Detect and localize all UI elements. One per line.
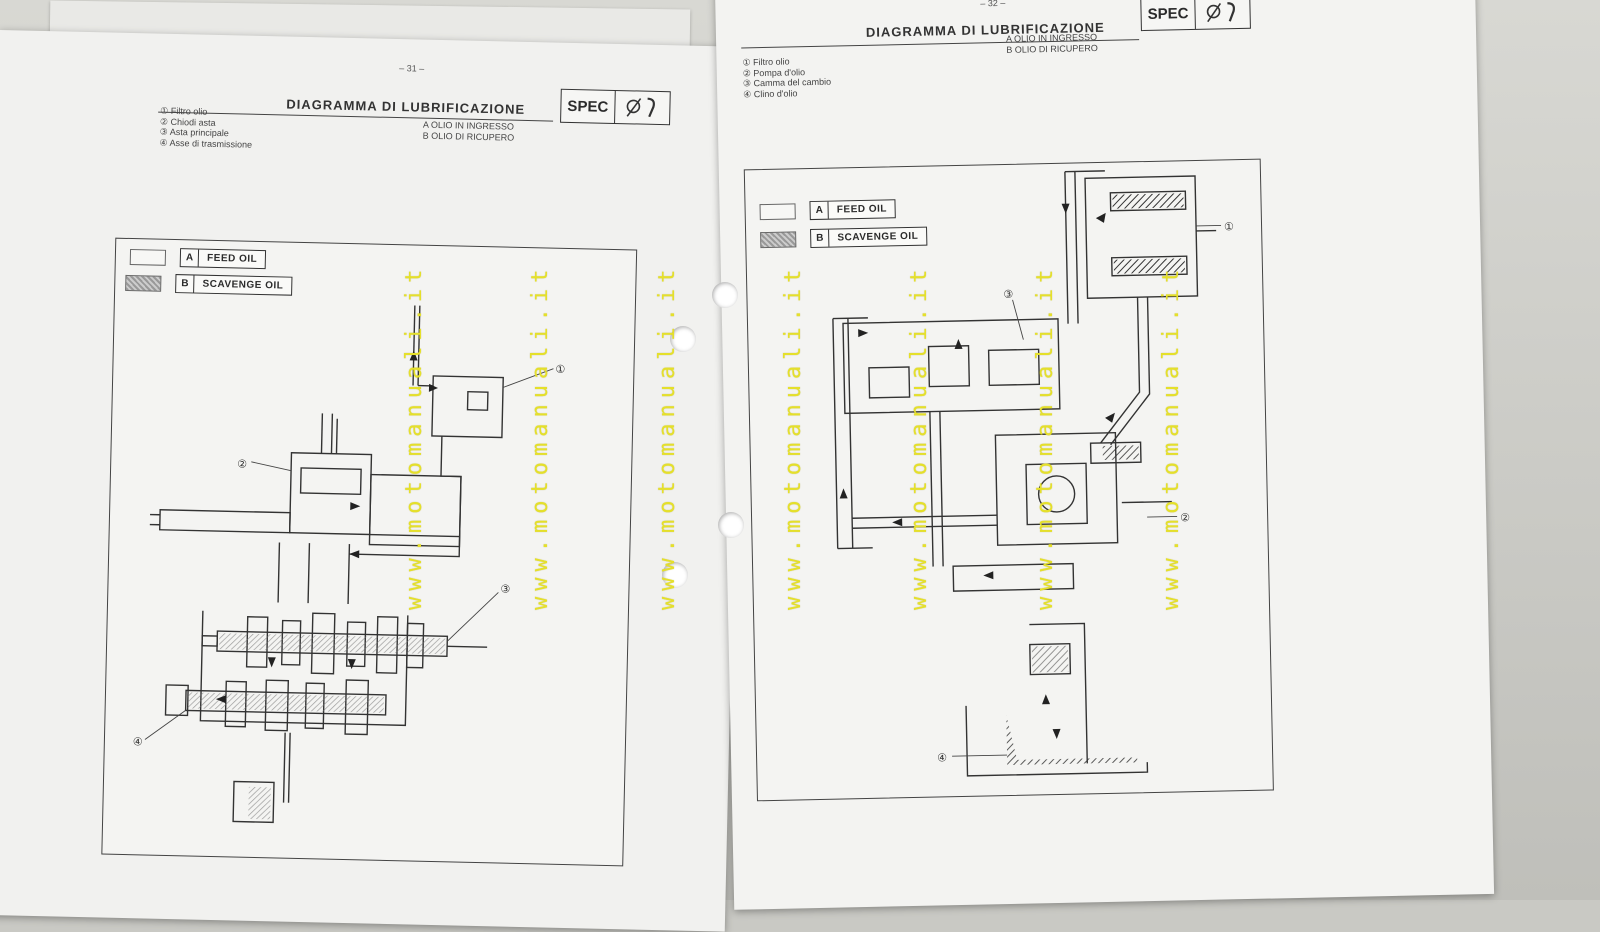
watermark-text: www.motomanuali.it [528,263,553,610]
left-oil-list: A OLIO IN INGRESSO B OLIO DI RICUPERO [423,120,515,143]
oil-type-item: B OLIO DI RICUPERO [422,130,515,143]
right-legend-list: ① Filtro olio ② Pompa d'olio ③ Camma del… [742,56,831,100]
callout-1: ① [1224,220,1234,233]
callout-2: ② [1180,511,1190,524]
legend-item: ④ Asse di trasmissione [159,137,253,150]
punch-hole [670,326,696,352]
right-spec-box: SPEC [1140,0,1251,32]
watermark-text: www.motomanuali.it [1033,263,1058,610]
callout-3: ③ [500,582,510,595]
tools-icon [1206,2,1235,23]
legend-item: ④ Clino d'olio [743,87,798,99]
callout-1: ① [555,363,565,376]
right-lubrication-diagram: ① ② ③ ④ [832,170,1234,777]
punch-hole [718,512,744,538]
punch-hole [662,562,688,588]
punch-hole [712,282,738,308]
callout-4: ④ [133,735,143,748]
callout-2: ② [237,457,247,470]
right-diagram-frame: A FEED OIL B SCAVENGE OIL [743,158,1274,802]
left-diagram-frame: A FEED OIL B SCAVENGE OIL [101,237,638,867]
right-spec-label: SPEC [1141,0,1196,31]
left-lubrication-diagram: ① ② ③ ④ [133,305,566,824]
right-oil-list: A OLIO IN INGRESSO B OLIO DI RICUPERO [1006,32,1098,55]
tools-icon [626,97,655,118]
watermark-text: www.motomanuali.it [402,263,427,610]
watermark-text: www.motomanuali.it [655,263,680,610]
callout-3: ③ [1003,288,1013,301]
watermark-text: www.motomanuali.it [907,263,932,610]
right-page: – 32 – DIAGRAMMA DI LUBRIFICAZIONE SPEC … [715,0,1495,910]
left-page: – 31 – DIAGRAMMA DI LUBRIFICAZIONE SPEC … [0,30,745,932]
oil-type-item: B OLIO DI RICUPERO [1006,42,1098,55]
left-legend-list: ① Filtro olio ② Chiodi asta ③ Asta princ… [159,106,253,150]
callout-4: ④ [937,751,947,764]
left-spec-box: SPEC [560,88,671,126]
left-page-number: – 31 – [399,63,425,74]
watermark-text: www.motomanuali.it [1159,263,1184,610]
left-spec-label: SPEC [561,89,616,123]
right-page-number: – 32 – [980,0,1006,9]
watermark-text: www.motomanuali.it [781,263,806,610]
left-page-title: DIAGRAMMA DI LUBRIFICAZIONE [286,96,526,117]
legend-item: ③ Camma del cambio [742,76,832,89]
